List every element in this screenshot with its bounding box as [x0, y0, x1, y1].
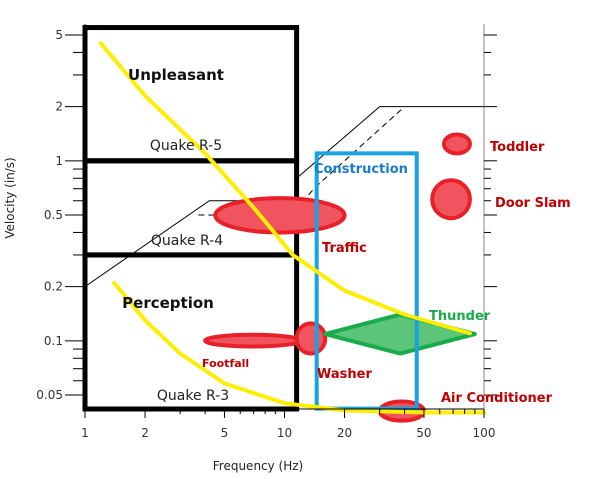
x-tick-label-20: 20: [337, 426, 352, 440]
y-tick-label-0.05: 0.05: [36, 388, 63, 402]
zone-label-unpleasant: Unpleasant: [128, 66, 224, 84]
x-tick-label-1: 1: [81, 426, 89, 440]
y-axis-title: Velocity (in/s): [3, 157, 17, 239]
source-toddler-ellipse: [441, 132, 472, 156]
y-tick-label-2: 2: [55, 100, 63, 114]
source-label-washer: Washer: [317, 367, 372, 382]
source-label-footfall: Footfall: [202, 357, 249, 370]
zone-sublabel-quake-r-4: Quake R-4: [151, 233, 223, 249]
source-label-thunder: Thunder: [429, 309, 491, 324]
source-label-air-conditioner: Air Conditioner: [441, 391, 553, 406]
source-footfall-ellipse: [203, 332, 303, 349]
y-tick-label-5: 5: [55, 28, 63, 42]
zone-label-perception: Perception: [122, 294, 214, 312]
lower-threshold-curve: [112, 280, 486, 415]
y-tick-label-0.2: 0.2: [44, 280, 63, 294]
source-traffic-ellipse: [213, 196, 347, 235]
source-label-door-slam: Door Slam: [495, 196, 571, 211]
y-tick-label-0.5: 0.5: [44, 208, 63, 222]
source-label-toddler: Toddler: [490, 140, 545, 155]
source-washer-ellipse: [294, 321, 328, 356]
zone-sublabel-unpleasant: Quake R-5: [150, 138, 222, 154]
source-label-traffic: Traffic: [322, 241, 367, 256]
zone-sublabel-perception: Quake R-3: [157, 388, 229, 404]
y-tick-label-1: 1: [55, 154, 63, 168]
y-tick-label-0.1: 0.1: [44, 334, 63, 348]
threshold-curve-layer: [98, 41, 486, 415]
x-tick-label-100: 100: [473, 426, 496, 440]
x-tick-label-50: 50: [416, 426, 431, 440]
source-label-construction: Construction: [314, 162, 408, 177]
x-tick-label-10: 10: [277, 426, 292, 440]
x-tick-label-2: 2: [141, 426, 149, 440]
upper-threshold-curve: [98, 41, 472, 336]
x-tick-label-5: 5: [221, 426, 229, 440]
zone-box-perception: [82, 252, 300, 412]
source-door-slam-ellipse: [430, 178, 472, 221]
axes-layer: 1 2 5 10 20 50 100 0.05 0.1 0.2 0.5 1 2 5: [36, 24, 497, 440]
x-axis-title: Frequency (Hz): [213, 459, 304, 473]
